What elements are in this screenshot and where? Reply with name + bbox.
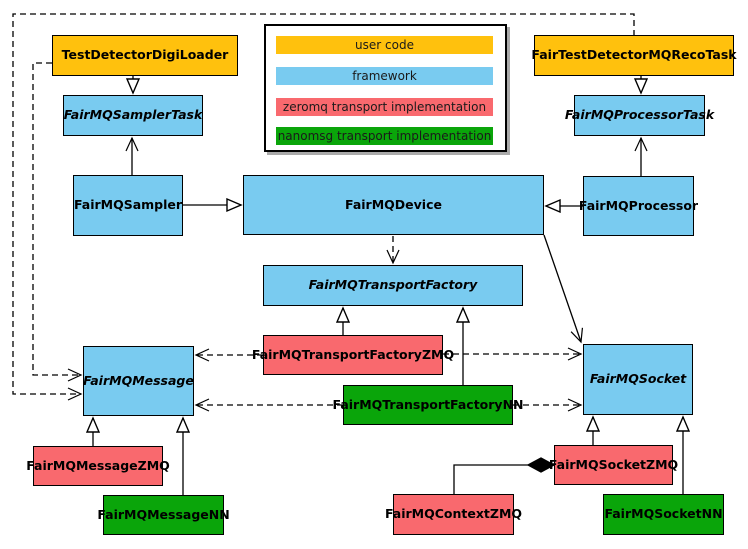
node-fairmqtransportfactory: FairMQTransportFactory	[263, 265, 523, 306]
legend-label: nanomsg transport implementation	[277, 129, 492, 143]
legend-label: framework	[352, 69, 417, 83]
node-fairmqsocketnn: FairMQSocketNN	[603, 494, 724, 535]
node-label: FairMQContextZMQ	[384, 506, 523, 522]
node-fairmqmessagezmq: FairMQMessageZMQ	[26, 446, 170, 486]
node-fairmqsocketzmq: FairMQSocketZMQ	[549, 445, 678, 485]
node-label: FairMQSocketNN	[604, 506, 723, 522]
node-label: FairMQSampler	[73, 197, 183, 213]
node-label: FairMQMessage	[83, 372, 194, 388]
node-label: FairMQMessageNN	[97, 506, 230, 522]
node-label: FairMQSocketZMQ	[548, 456, 679, 472]
legend-box: user code framework zeromq transport imp…	[264, 24, 507, 152]
node-label: TestDetectorDigiLoader	[61, 47, 229, 63]
node-testdetectordigiloader: TestDetectorDigiLoader	[52, 35, 238, 76]
node-label: FairMQProcessorTask	[564, 107, 715, 123]
legend-item-user-code: user code	[276, 36, 493, 54]
node-label: FairMQTransportFactory	[308, 277, 478, 293]
node-fairtestdetectormqrecotask: FairTestDetectorMQRecoTask	[531, 35, 737, 76]
node-fairmqtransportfactoryzmq: FairMQTransportFactoryZMQ	[252, 335, 454, 375]
node-fairmqtransportfactorynn: FairMQTransportFactoryNN	[333, 385, 524, 425]
node-fairmqsocket: FairMQSocket	[583, 344, 693, 415]
legend-item-zeromq: zeromq transport implementation	[276, 98, 493, 116]
legend-label: zeromq transport implementation	[282, 100, 487, 114]
node-label: FairMQDevice	[345, 196, 442, 212]
edge-contextzmq-socketzmq	[453, 464, 528, 494]
edge-digiloader-message	[32, 62, 83, 382]
node-fairmqsamplertask: FairMQSamplerTask	[63, 95, 203, 136]
node-label: FairMQSocket	[589, 371, 687, 387]
node-fairmqprocessortask: FairMQProcessorTask	[565, 95, 714, 136]
node-label: FairTestDetectorMQRecoTask	[531, 47, 737, 63]
legend-item-framework: framework	[276, 67, 493, 85]
node-label: FairMQProcessor	[578, 197, 699, 213]
node-fairmqmessage: FairMQMessage	[83, 346, 194, 416]
node-label: FairMQMessageZMQ	[26, 457, 170, 473]
node-fairmqmessagenn: FairMQMessageNN	[97, 495, 230, 535]
node-fairmqdevice: FairMQDevice	[243, 175, 544, 235]
edge-device-socket	[543, 234, 584, 344]
node-fairmqsampler: FairMQSampler	[73, 175, 183, 236]
node-label: FairMQTransportFactoryNN	[332, 396, 524, 412]
edge-recotask-message	[12, 13, 635, 401]
legend-item-nanomsg: nanomsg transport implementation	[276, 127, 493, 145]
legend-label: user code	[355, 38, 414, 52]
node-fairmqcontextzmq: FairMQContextZMQ	[385, 494, 522, 535]
node-fairmqprocessor: FairMQProcessor	[579, 176, 698, 236]
node-label: FairMQTransportFactoryZMQ	[251, 346, 455, 362]
node-label: FairMQSamplerTask	[63, 107, 203, 123]
